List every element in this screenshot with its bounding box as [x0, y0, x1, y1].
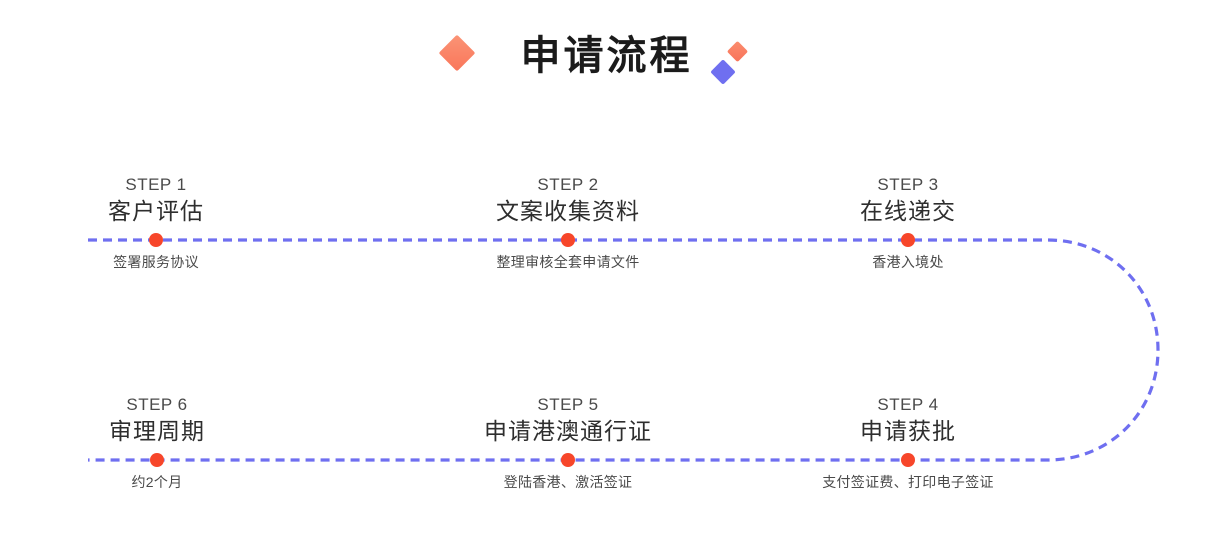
flow-node-heading: STEP 3 在线递交 [758, 174, 1058, 226]
step-label: STEP 2 [537, 175, 599, 194]
step-title: 文案收集资料 [496, 198, 640, 224]
flow-node-dot[interactable] [561, 453, 575, 467]
process-flow: STEP 1 客户评估 签署服务协议 STEP 2 文案收集资料 整理审核全套申… [0, 130, 1213, 545]
flow-node-footer: 整理审核全套申请文件 [418, 252, 718, 272]
flow-node-footer: 签署服务协议 [6, 252, 306, 272]
flow-node-heading: STEP 6 审理周期 [7, 394, 307, 446]
flow-node-heading: STEP 1 客户评估 [6, 174, 306, 226]
flow-node-heading: STEP 5 申请港澳通行证 [418, 394, 718, 446]
step-label: STEP 5 [537, 395, 599, 414]
flow-node-heading: STEP 2 文案收集资料 [418, 174, 718, 226]
flow-node-dot[interactable] [149, 233, 163, 247]
step-label: STEP 6 [126, 395, 188, 414]
flow-node-heading: STEP 4 申请获批 [758, 394, 1058, 446]
flow-node-dot[interactable] [561, 233, 575, 247]
step-desc: 整理审核全套申请文件 [496, 254, 640, 270]
step-label: STEP 3 [877, 175, 939, 194]
step-desc: 签署服务协议 [113, 254, 199, 270]
flow-node-footer: 登陆香港、激活签证 [418, 472, 718, 492]
step-title: 审理周期 [109, 418, 205, 444]
step-desc: 登陆香港、激活签证 [503, 474, 633, 490]
step-title: 申请港澳通行证 [484, 418, 652, 444]
flow-node-footer: 支付签证费、打印电子签证 [758, 472, 1058, 492]
step-desc: 支付签证费、打印电子签证 [822, 474, 994, 490]
page-header: 申请流程 [0, 0, 1213, 130]
step-title: 申请获批 [860, 418, 956, 444]
step-label: STEP 4 [877, 395, 939, 414]
step-desc: 香港入境处 [872, 254, 944, 270]
step-desc: 约2个月 [131, 474, 183, 490]
flow-node-footer: 香港入境处 [758, 252, 1058, 272]
flow-node-dot[interactable] [901, 233, 915, 247]
step-title: 客户评估 [108, 198, 204, 224]
flow-node-dot[interactable] [150, 453, 164, 467]
step-label: STEP 1 [125, 175, 187, 194]
page-title: 申请流程 [520, 34, 693, 78]
step-title: 在线递交 [860, 198, 956, 224]
flow-node-dot[interactable] [901, 453, 915, 467]
flow-node-footer: 约2个月 [7, 472, 307, 492]
